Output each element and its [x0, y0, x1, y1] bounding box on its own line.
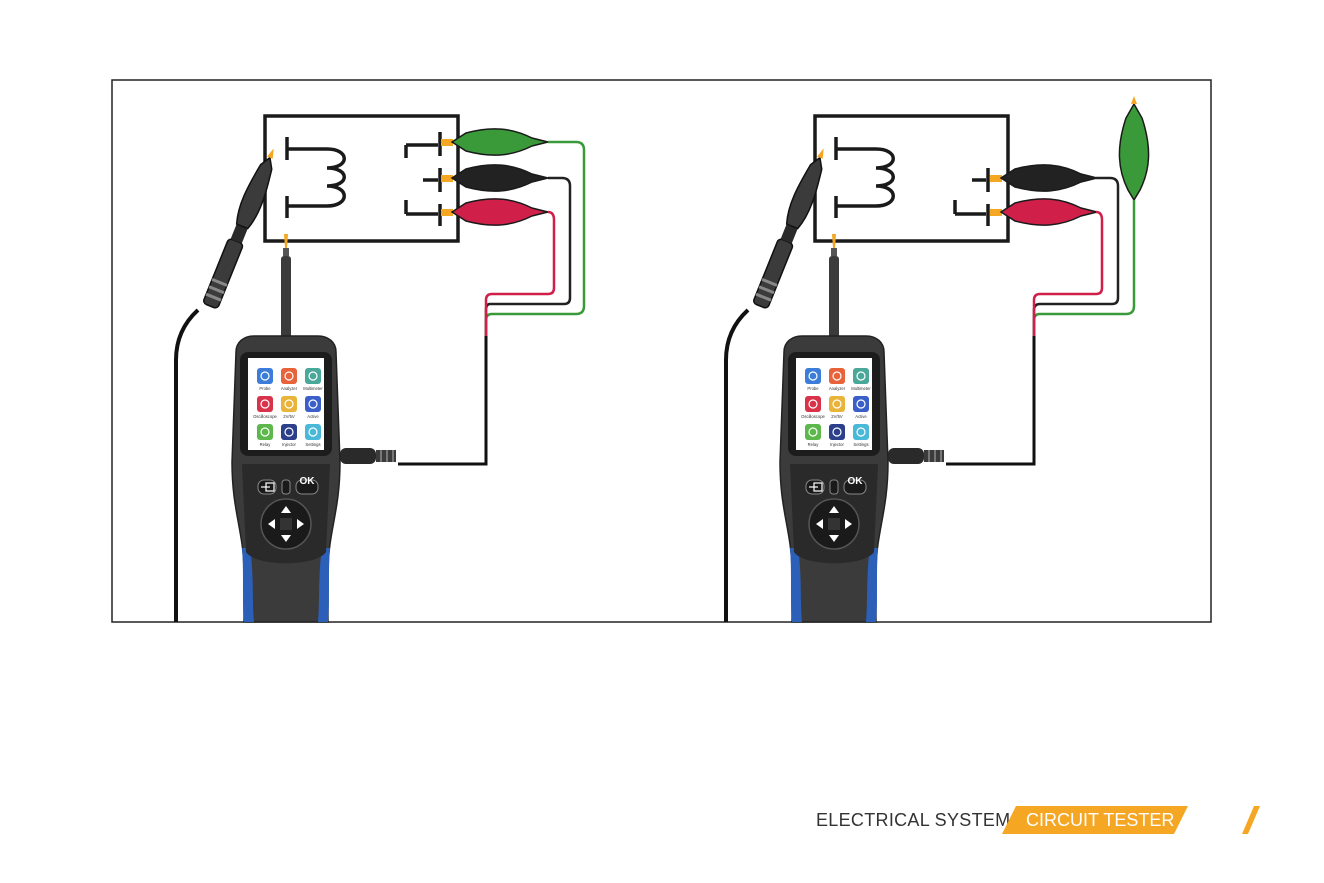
right-relay-setup	[726, 96, 1149, 622]
app-tile-icon	[829, 368, 845, 384]
ok-button-label-left: OK	[300, 476, 316, 487]
app-tile-icon	[281, 368, 297, 384]
app-tile-icon	[281, 396, 297, 412]
app-tile-icon	[853, 368, 869, 384]
black-clip-right	[1001, 165, 1097, 191]
main-cable-left	[398, 336, 486, 464]
app-label: Multimeter	[851, 386, 871, 391]
page-footer: ELECTRICAL SYSTEM CIRCUIT TESTER	[816, 806, 1276, 834]
app-label: Active	[855, 414, 867, 419]
app-label: Settings	[305, 442, 320, 447]
app-tile-icon	[853, 424, 869, 440]
app-label: Active	[307, 414, 319, 419]
app-label: Multimeter	[303, 386, 323, 391]
app-label: Settings	[853, 442, 868, 447]
app-label: 2V/5V	[831, 414, 843, 419]
app-label: Analyzer	[829, 386, 846, 391]
app-tile-icon	[853, 396, 869, 412]
app-tile-icon	[805, 424, 821, 440]
app-label: Analyzer	[281, 386, 298, 391]
app-label: Oscilloscope	[253, 414, 277, 419]
app-label: Relay	[260, 442, 272, 447]
app-tile-icon	[281, 424, 297, 440]
app-tile-icon	[257, 368, 273, 384]
app-tile-icon	[805, 396, 821, 412]
red-clip-left	[452, 199, 548, 225]
ok-button-label-right: OK	[848, 476, 864, 487]
app-label: Injector	[830, 442, 844, 447]
app-tile-icon	[829, 396, 845, 412]
footer-product-tag: CIRCUIT TESTER	[1002, 806, 1188, 834]
green-clip-left	[452, 129, 548, 155]
app-label: Probe	[259, 386, 271, 391]
footer-product-label: CIRCUIT TESTER	[1026, 810, 1174, 831]
app-label: Injector	[282, 442, 296, 447]
app-tile-icon	[305, 424, 321, 440]
app-tile-icon	[257, 396, 273, 412]
green-clip-right	[1119, 96, 1148, 200]
slash-mark-icon	[1242, 806, 1262, 834]
app-tile-icon	[305, 396, 321, 412]
app-label: Oscilloscope	[801, 414, 825, 419]
red-wire-right	[1034, 212, 1102, 336]
black-clip-left	[452, 165, 548, 191]
app-tile-icon	[805, 368, 821, 384]
footer-section-label: ELECTRICAL SYSTEM	[816, 810, 1010, 831]
main-cable-right	[946, 336, 1034, 464]
app-tile-icon	[257, 424, 273, 440]
red-wire-left	[486, 212, 554, 336]
app-label: 2V/5V	[283, 414, 295, 419]
app-tile-icon	[305, 368, 321, 384]
back-icon	[261, 483, 822, 491]
left-relay-setup	[176, 116, 584, 622]
app-tile-icon	[829, 424, 845, 440]
red-clip-right	[1001, 199, 1097, 225]
app-label: Probe	[807, 386, 819, 391]
app-label: Relay	[808, 442, 820, 447]
